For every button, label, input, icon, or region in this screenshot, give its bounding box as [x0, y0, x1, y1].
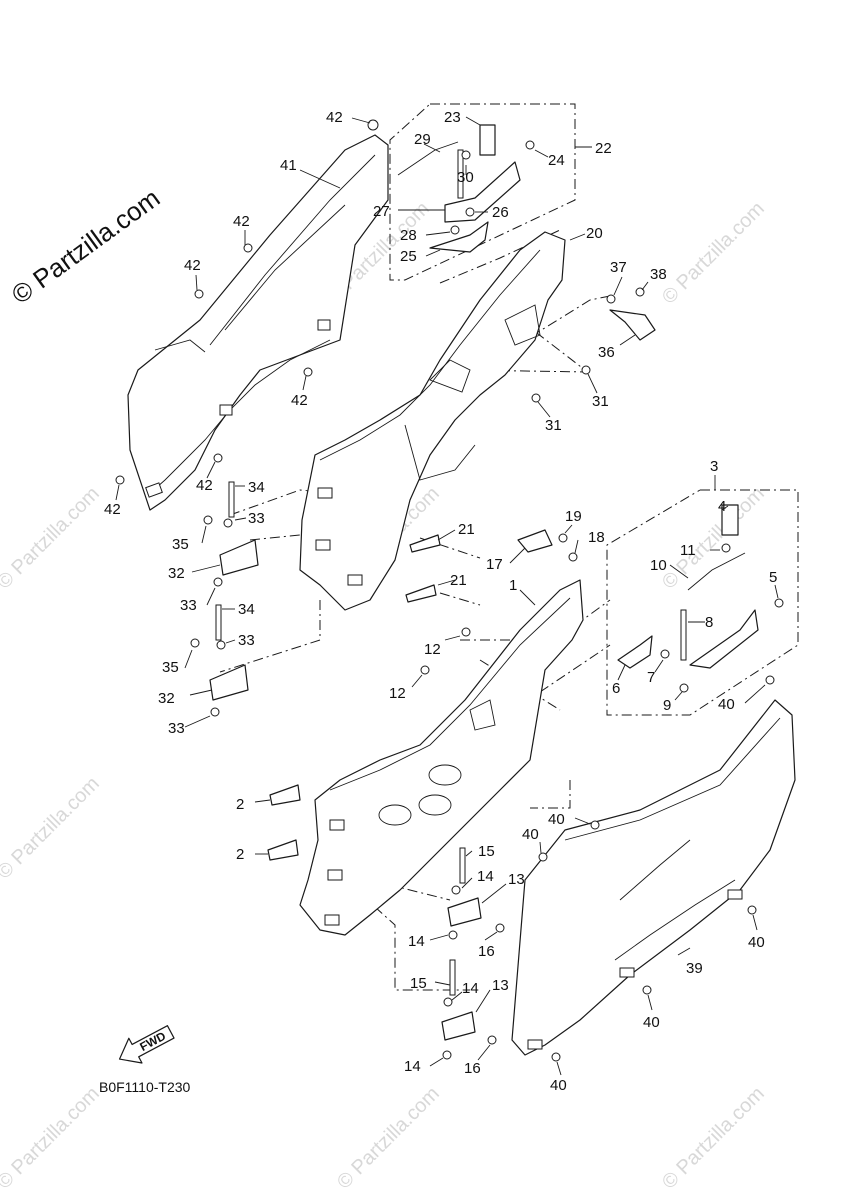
- callout-23: 23: [444, 109, 461, 126]
- callout-40: 40: [550, 1077, 567, 1094]
- callout-7: 7: [647, 669, 655, 686]
- callout-41: 41: [280, 157, 297, 174]
- fwd-arrow: FWD: [118, 1025, 175, 1064]
- callout-31: 31: [592, 393, 609, 410]
- watermark: © Partzilla.com: [0, 1083, 104, 1194]
- watermark-main: © Partzilla.com: [6, 183, 165, 310]
- side-cover-41: [127, 134, 389, 511]
- callout-21: 21: [450, 572, 467, 589]
- callout-14: 14: [404, 1058, 421, 1075]
- callout-9: 9: [663, 697, 671, 714]
- leader-lines: [115, 116, 779, 1076]
- watermark: © Partzilla.com: [658, 1083, 769, 1194]
- callout-22: 22: [595, 140, 612, 157]
- callout-10: 10: [650, 557, 667, 574]
- callout-40: 40: [643, 1014, 660, 1031]
- callout-2: 2: [236, 796, 244, 813]
- callout-24: 24: [548, 152, 565, 169]
- watermark: © Partzilla.com: [0, 773, 104, 884]
- callout-38: 38: [650, 266, 667, 283]
- callout-16: 16: [478, 943, 495, 960]
- latch-assembly-22: [397, 124, 535, 253]
- callout-30: 30: [457, 169, 474, 186]
- callout-12: 12: [389, 685, 406, 702]
- callout-labels: 42 29 23 22 24 30 41 27 26 42 28 25 20 4…: [104, 109, 777, 1094]
- callout-33: 33: [238, 632, 255, 649]
- callout-35: 35: [162, 659, 179, 676]
- callout-33: 33: [168, 720, 185, 737]
- callout-40: 40: [718, 696, 735, 713]
- watermark: © Partzilla.com: [658, 198, 769, 309]
- callout-27: 27: [373, 203, 390, 220]
- callout-28: 28: [400, 227, 417, 244]
- callout-6: 6: [612, 680, 620, 697]
- callout-42: 42: [233, 213, 250, 230]
- callout-42: 42: [184, 257, 201, 274]
- callout-42: 42: [291, 392, 308, 409]
- callout-21: 21: [458, 521, 475, 538]
- watermark: © Partzilla.com: [0, 483, 104, 594]
- brackets: [209, 309, 656, 1041]
- callout-25: 25: [400, 248, 417, 265]
- callout-17: 17: [486, 556, 503, 573]
- group-3-boundary: [606, 489, 799, 716]
- callout-31: 31: [545, 417, 562, 434]
- callout-26: 26: [492, 204, 509, 221]
- callout-8: 8: [705, 614, 713, 631]
- callout-34: 34: [238, 601, 255, 618]
- drawing-code: B0F1110-T230: [99, 1079, 191, 1095]
- watermark-layer: © Partzilla.com © Partzilla.com © Partzi…: [0, 183, 769, 1194]
- callout-40: 40: [748, 934, 765, 951]
- callout-19: 19: [565, 508, 582, 525]
- group-22-boundary: [389, 103, 576, 281]
- callout-5: 5: [769, 569, 777, 586]
- fasteners: [115, 119, 775, 1062]
- callout-3: 3: [710, 458, 718, 475]
- callout-14: 14: [408, 933, 425, 950]
- callout-36: 36: [598, 344, 615, 361]
- callout-32: 32: [158, 690, 175, 707]
- callout-2: 2: [236, 846, 244, 863]
- callout-32: 32: [168, 565, 185, 582]
- callout-11: 11: [680, 542, 696, 559]
- callout-42: 42: [196, 477, 213, 494]
- callout-42: 42: [326, 109, 343, 126]
- side-panel-1: [299, 579, 584, 936]
- callout-4: 4: [718, 498, 726, 515]
- callout-39: 39: [686, 960, 703, 977]
- callout-29: 29: [414, 131, 431, 148]
- watermark: © Partzilla.com: [333, 1083, 444, 1194]
- callout-13: 13: [508, 871, 525, 888]
- callout-33: 33: [180, 597, 197, 614]
- callout-12: 12: [424, 641, 441, 658]
- callout-16: 16: [464, 1060, 481, 1077]
- side-panel-20: [299, 231, 566, 611]
- callout-40: 40: [548, 811, 565, 828]
- callout-15: 15: [410, 975, 427, 992]
- callout-20: 20: [586, 225, 603, 242]
- callout-1: 1: [509, 577, 517, 594]
- latch-assembly-3: [617, 504, 784, 693]
- side-cover-39: [511, 699, 796, 1056]
- callout-37: 37: [610, 259, 627, 276]
- callout-35: 35: [172, 536, 189, 553]
- callout-40: 40: [522, 826, 539, 843]
- callout-33: 33: [248, 510, 265, 527]
- callout-18: 18: [588, 529, 605, 546]
- callout-34: 34: [248, 479, 265, 496]
- callout-13: 13: [492, 977, 509, 994]
- callout-15: 15: [478, 843, 495, 860]
- callout-42: 42: [104, 501, 121, 518]
- watermark: © Partzilla.com: [658, 483, 769, 594]
- callout-14: 14: [462, 980, 479, 997]
- callout-14: 14: [477, 868, 494, 885]
